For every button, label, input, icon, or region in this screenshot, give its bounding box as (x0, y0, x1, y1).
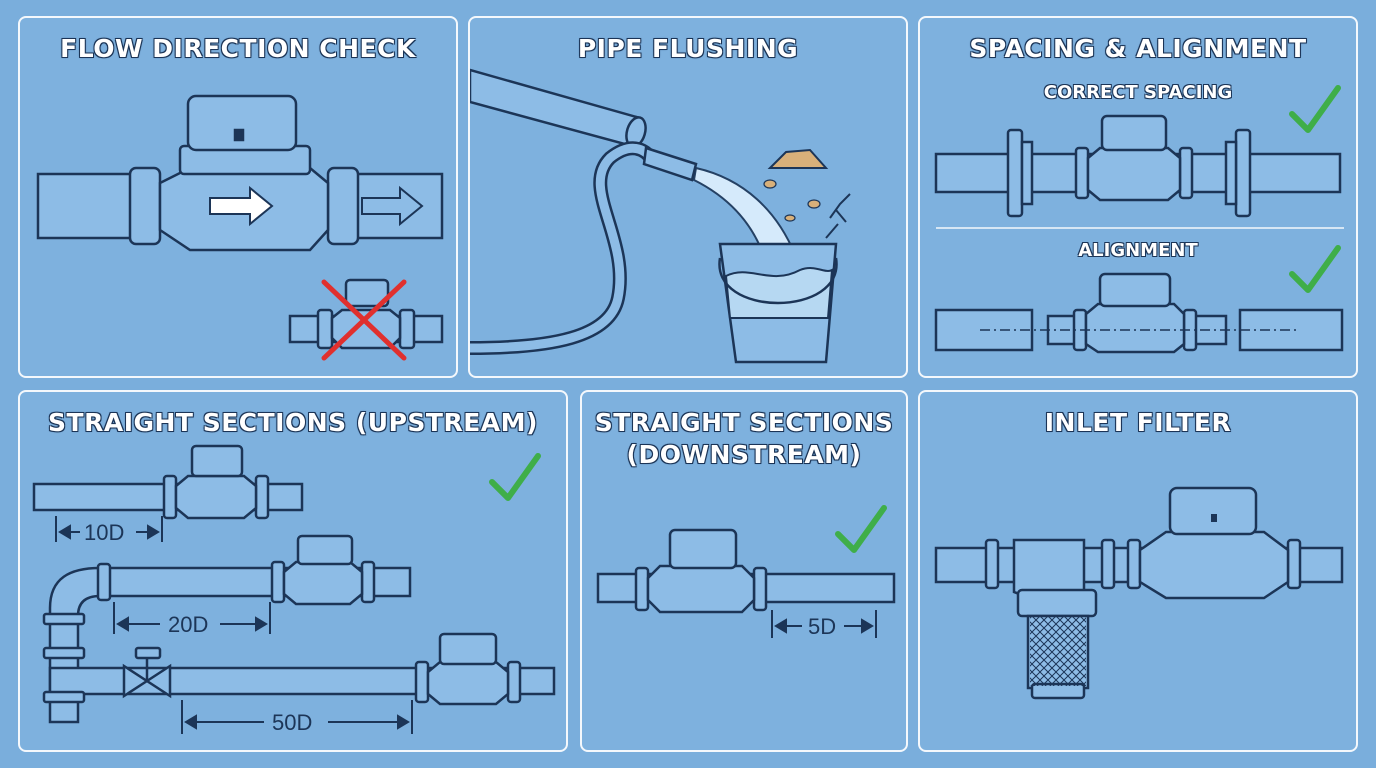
panel-title-line1: STRAIGHT SECTIONS (594, 408, 894, 437)
upstream-diagram: 10D 20D 50D (32, 444, 556, 735)
coupling-left (128, 166, 162, 246)
alignment-label: ALIGNMENT (1078, 240, 1198, 261)
pipe-flushing-diagram (470, 68, 851, 364)
panel-title: PIPE FLUSHING (577, 34, 799, 63)
panel-title: STRAIGHT SECTIONS (UPSTREAM) (48, 408, 538, 437)
check-icon (1289, 85, 1341, 133)
correct-spacing-label: CORRECT SPACING (1043, 82, 1233, 103)
coupling-right (326, 166, 360, 246)
panel-title: SPACING & ALIGNMENT (969, 34, 1307, 63)
inlet-filter-diagram (934, 486, 1344, 700)
downstream-diagram: 5D (596, 505, 896, 639)
cross-icon (321, 279, 407, 361)
valve-icon (122, 646, 172, 699)
strainer-icon (1030, 616, 1086, 686)
panel-downstream: STRAIGHT SECTIONS (DOWNSTREAM) 5D (580, 390, 908, 752)
check-icon (835, 505, 887, 553)
flow-direction-diagram (36, 94, 444, 361)
meter-register (186, 94, 298, 152)
check-icon (489, 453, 541, 501)
panel-title: INLET FILTER (1044, 408, 1232, 437)
open-pipe (470, 68, 642, 148)
dimension-5d: 5D (808, 614, 836, 639)
dimension-50d: 50D (272, 710, 312, 735)
arrow-icon (361, 185, 424, 227)
panel-title: FLOW DIRECTION CHECK (60, 34, 416, 63)
panel-flow-direction: FLOW DIRECTION CHECK (18, 16, 458, 378)
spacing-alignment-diagram (934, 85, 1344, 354)
bucket-icon (718, 242, 838, 364)
dimension-20d: 20D (168, 612, 208, 637)
panel-title-line2: (DOWNSTREAM) (626, 440, 862, 469)
panel-spacing-alignment: SPACING & ALIGNMENT CORRECT SPACING ALIG… (918, 16, 1358, 378)
inlet-pipe (36, 172, 140, 240)
arrow-icon (209, 185, 274, 227)
hose-icon (470, 141, 659, 355)
panel-upstream: STRAIGHT SECTIONS (UPSTREAM) (18, 390, 568, 752)
dimension-10d: 10D (84, 520, 124, 545)
panel-inlet-filter: INLET FILTER (918, 390, 1358, 752)
check-icon (1289, 245, 1341, 293)
panel-pipe-flushing: PIPE FLUSHING (468, 16, 908, 378)
